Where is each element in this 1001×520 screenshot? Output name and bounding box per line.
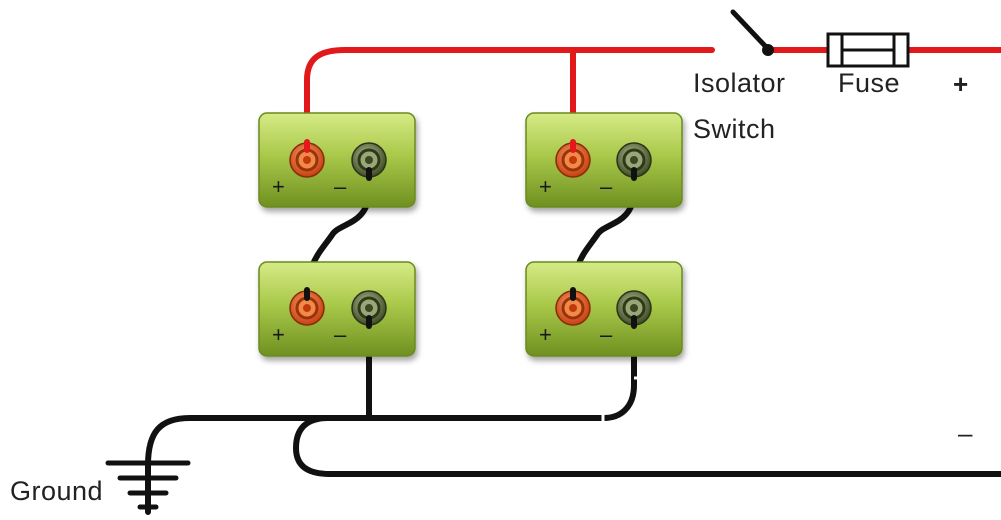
output-positive-label: +	[953, 69, 969, 99]
battery-top-left	[258, 112, 416, 208]
positive-terminal-bottom-right	[555, 290, 591, 326]
isolator-label-line1: Isolator	[693, 68, 786, 98]
battery-bottom-left-positive-label: +	[272, 322, 285, 347]
battery-bottom-right	[525, 261, 683, 357]
wire-terminal-stubs	[304, 139, 637, 329]
negative-terminal-top-right	[616, 142, 652, 178]
output-negative-label: –	[958, 418, 973, 448]
negative-terminal-bottom-left	[351, 290, 387, 326]
battery-top-left-negative-label: –	[334, 174, 347, 199]
isolator-switch	[730, 9, 774, 56]
isolator-label-line2: Switch	[693, 114, 776, 144]
battery-bottom-right-positive-label: +	[539, 322, 552, 347]
fuse-symbol	[826, 32, 910, 68]
fuse-label: Fuse	[838, 68, 901, 98]
negative-drop-right	[601, 301, 637, 421]
isolator-switch-lever	[730, 9, 771, 52]
positive-bus	[304, 47, 715, 163]
ground-label: Ground	[10, 476, 104, 506]
negative-bus	[145, 415, 607, 515]
terminals	[289, 142, 652, 326]
battery-top-left-positive-label: +	[272, 174, 285, 199]
battery-bottom-left-negative-label: –	[334, 322, 347, 347]
negative-output-line	[293, 415, 1001, 477]
wire-crossing-gaps	[601, 376, 642, 424]
battery-bottom-right-negative-label: –	[600, 322, 613, 347]
battery-bottom-left	[258, 261, 416, 357]
battery-top-right-positive-label: +	[539, 174, 552, 199]
positive-terminal-top-right	[555, 142, 591, 178]
isolator-switch-pivot	[762, 44, 774, 56]
positive-terminal-top-left	[289, 142, 325, 178]
battery-top-right-negative-label: –	[600, 174, 613, 199]
battery-top-right	[525, 112, 683, 208]
ground-symbol	[105, 460, 191, 510]
negative-terminal-top-left	[351, 142, 387, 178]
